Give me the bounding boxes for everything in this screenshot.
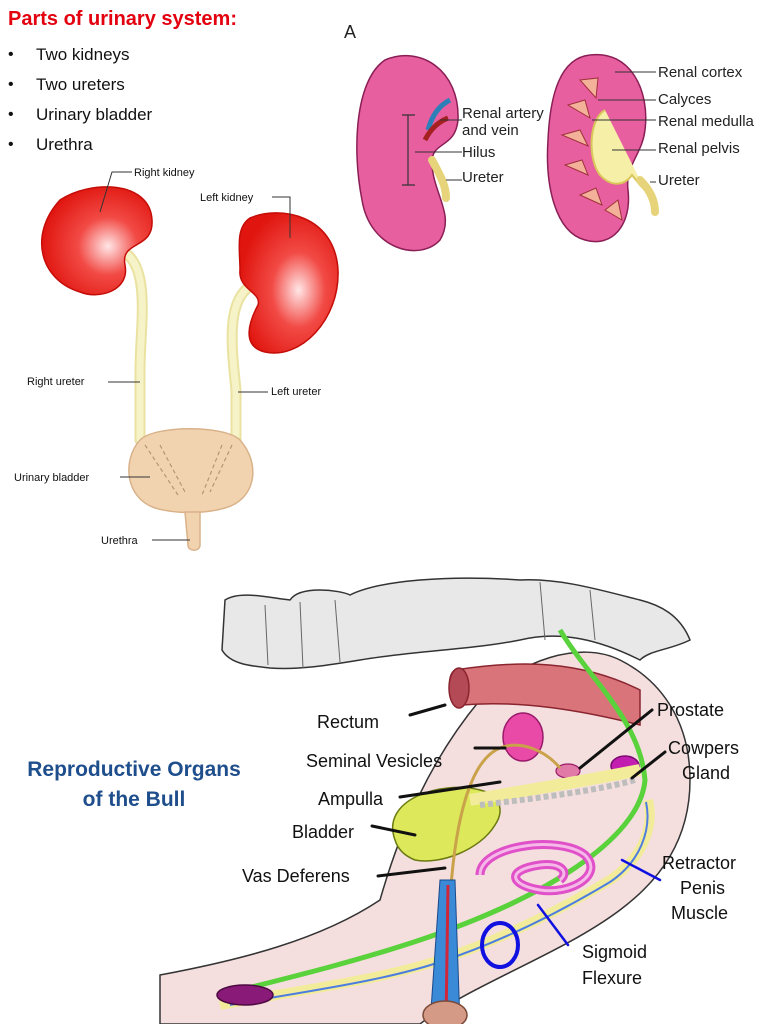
label-rectum: Rectum xyxy=(317,712,379,732)
hilus-bracket xyxy=(402,114,415,186)
sigmoid-core xyxy=(478,843,593,893)
arrow-retractor-penis xyxy=(620,858,662,882)
hilus-ureter xyxy=(428,156,450,202)
bull-title-line-2: of the Bull xyxy=(82,788,186,811)
seminal-vesicles xyxy=(502,712,544,762)
list-item-label: Urinary bladder xyxy=(36,105,153,124)
list-item: •Urethra xyxy=(8,130,152,160)
list-item: •Two kidneys xyxy=(8,40,152,70)
arrow-sigmoid-flexure xyxy=(536,903,570,947)
pelvic-urethra-core xyxy=(479,777,636,808)
kidney-section-diagram: A Renal artery and vein Hilus Ureter xyxy=(344,22,755,252)
ureter-inside-bladder xyxy=(144,444,233,496)
urinary-parts-list: •Two kidneys •Two ureters •Urinary bladd… xyxy=(8,40,152,160)
leader-right-kidney xyxy=(99,171,132,213)
leader-left-kidney xyxy=(272,196,291,238)
penis-core xyxy=(229,801,649,1006)
section-ureter xyxy=(636,176,659,216)
bull-diagram-title: Reproductive Organs of the Bull xyxy=(14,755,254,815)
label-renal-cortex: Renal cortex xyxy=(658,64,743,81)
testis xyxy=(422,1000,468,1024)
urinary-system-diagram: Right kidney Left kidney Right ureter Le… xyxy=(14,167,339,551)
urinary-bladder xyxy=(128,428,254,514)
retractor-penis-muscle xyxy=(239,628,648,993)
arrow-vas-deferens xyxy=(376,866,447,878)
label-calyces: Calyces xyxy=(658,91,711,108)
list-item-label: Two kidneys xyxy=(36,45,130,64)
bull-reproductive-diagram: Rectum Seminal Vesicles Ampulla Bladder … xyxy=(159,577,739,1024)
label-prostate: Prostate xyxy=(657,700,724,720)
label-renal-pelvis: Renal pelvis xyxy=(658,140,740,157)
label-retractor-2: Penis xyxy=(680,878,725,898)
left-ureter-fill xyxy=(228,281,256,444)
label-urinary-bladder: Urinary bladder xyxy=(14,472,90,484)
slide-title: Parts of urinary system: xyxy=(8,8,237,30)
list-item-label: Urethra xyxy=(36,135,93,154)
vas-deferens xyxy=(443,743,562,1024)
label-renal-medulla: Renal medulla xyxy=(658,113,755,130)
label-urethra: Urethra xyxy=(101,535,139,547)
spermatic-cord xyxy=(429,879,461,1024)
label-sigmoid-1: Sigmoid xyxy=(582,942,647,962)
panel-letter: A xyxy=(344,22,356,42)
rectum-opening xyxy=(448,667,470,709)
label-seminal-vesicles: Seminal Vesicles xyxy=(306,751,442,771)
pelvic-urethra xyxy=(469,764,642,806)
label-ureter-left-panel: Ureter xyxy=(462,169,504,186)
label-and-vein: and vein xyxy=(462,122,519,139)
label-cowpers-1: Cowpers xyxy=(668,738,739,758)
label-retractor-1: Retractor xyxy=(662,853,736,873)
label-vas-deferens: Vas Deferens xyxy=(242,866,350,886)
arrow-cowpers xyxy=(630,750,667,780)
label-sigmoid-2: Flexure xyxy=(582,968,642,988)
sigmoid-marker-circle xyxy=(480,921,520,969)
urethra xyxy=(184,511,201,551)
arrow-ampulla xyxy=(398,780,502,799)
list-item: •Urinary bladder xyxy=(8,100,152,130)
arrow-rectum xyxy=(408,703,447,717)
renal-pyramids xyxy=(560,77,623,221)
left-kidney xyxy=(238,212,339,354)
renal-vein xyxy=(425,97,452,131)
bull-title-line-1: Reproductive Organs xyxy=(27,758,241,781)
vertebral-column xyxy=(221,577,691,670)
label-hilus: Hilus xyxy=(462,144,495,161)
renal-artery xyxy=(422,115,450,142)
right-ureter-fill xyxy=(124,251,146,444)
label-right-ureter: Right ureter xyxy=(27,376,85,388)
label-ampulla: Ampulla xyxy=(318,789,384,809)
label-bladder: Bladder xyxy=(292,822,354,842)
list-item: •Two ureters xyxy=(8,70,152,100)
right-kidney xyxy=(41,186,153,296)
label-right-kidney: Right kidney xyxy=(134,167,195,179)
arrow-bladder xyxy=(370,824,417,837)
label-left-ureter: Left ureter xyxy=(271,386,321,398)
arrow-prostate xyxy=(578,708,654,770)
label-cowpers-2: Gland xyxy=(682,763,730,783)
label-ureter-right-panel: Ureter xyxy=(658,172,700,189)
glans-penis xyxy=(216,984,274,1006)
list-item-label: Two ureters xyxy=(36,75,125,94)
label-renal-artery: Renal artery xyxy=(462,105,544,122)
label-retractor-3: Muscle xyxy=(671,903,728,923)
label-left-kidney: Left kidney xyxy=(200,192,254,204)
